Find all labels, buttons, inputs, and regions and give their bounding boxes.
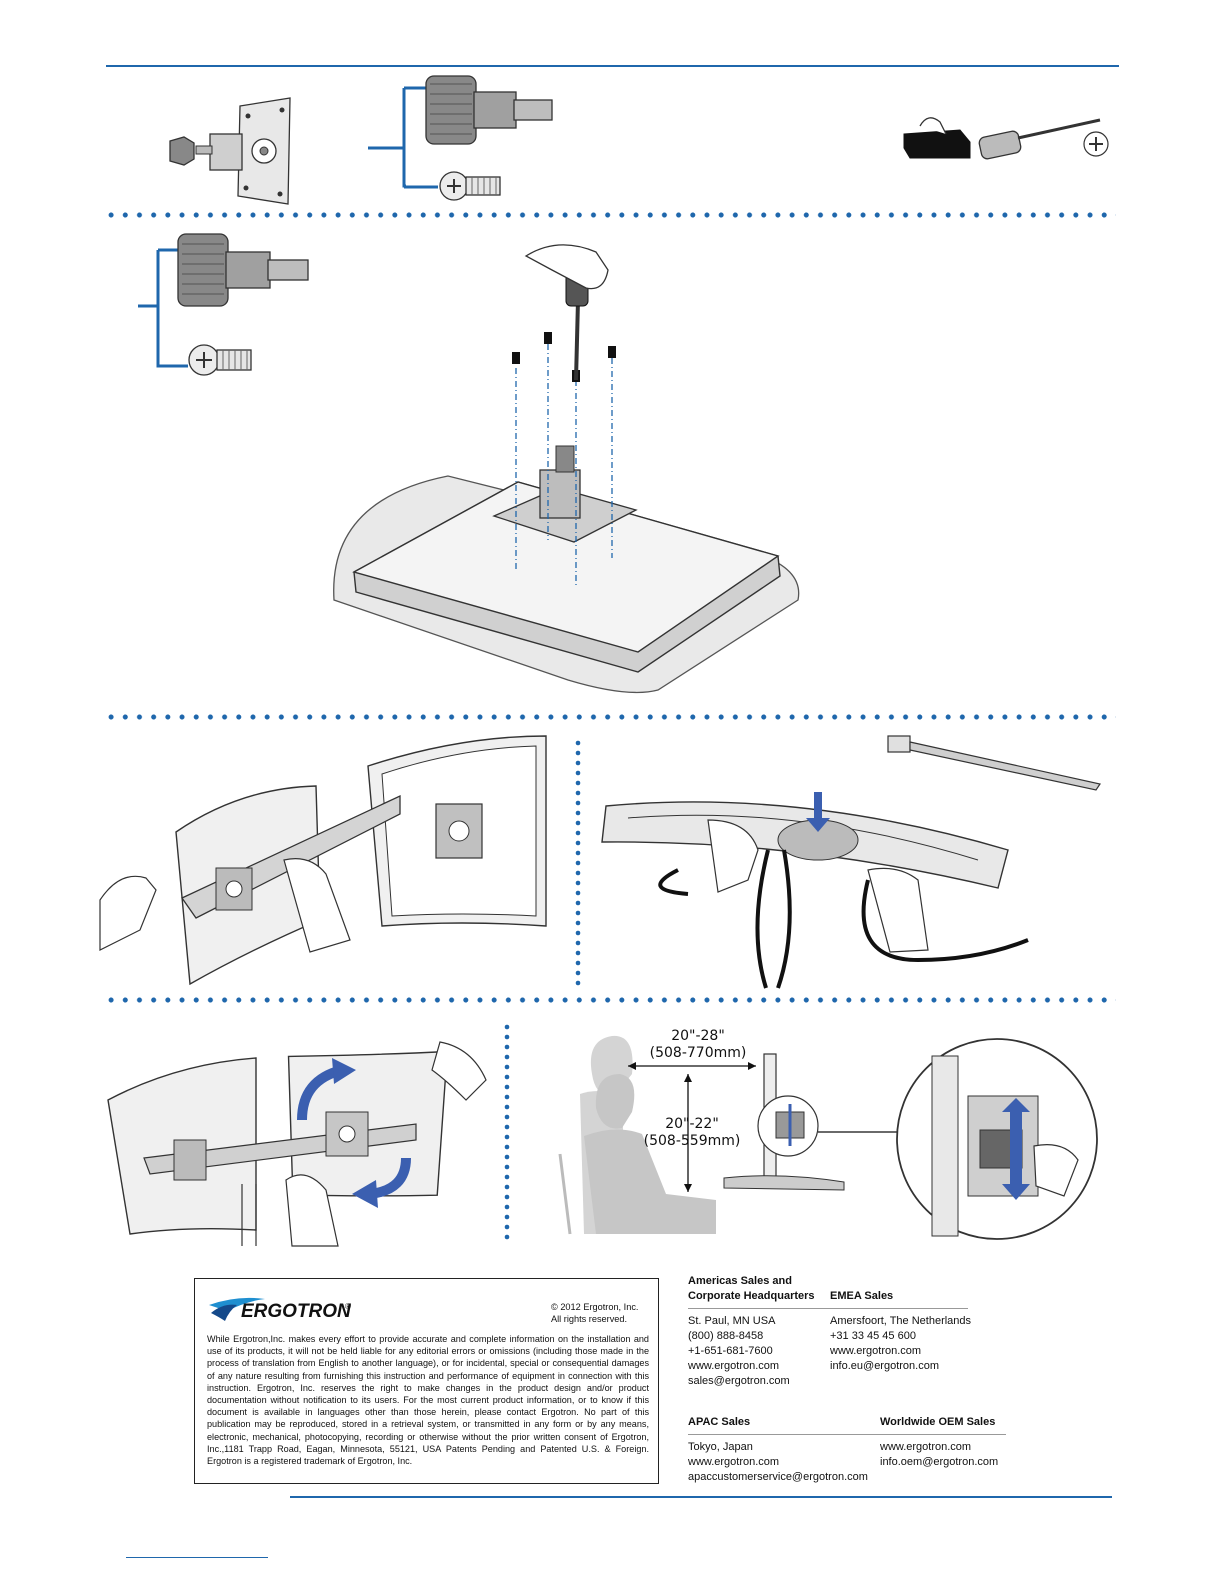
apac-line[interactable]: apaccustomerservice@ergotron.com [688,1471,868,1483]
contacts-divider-1 [688,1308,968,1309]
cable-tie-illustration [887,735,1101,791]
dotted-divider-vertical-2 [504,1022,510,1244]
americas-line: St. Paul, MN USA [688,1315,776,1327]
measurement-arrows [628,1062,756,1192]
cable-routing-illustration [601,792,1029,989]
monitor-attach-illustration [99,735,547,986]
apac-line[interactable]: www.ergotron.com [688,1456,780,1468]
screw-bracket-blue-2 [138,248,188,368]
americas-contact-lines: St. Paul, MN USA (800) 888-8458 +1-651-6… [688,1314,828,1389]
contacts-divider-2 [688,1434,1006,1435]
logo-registered-mark: ® [345,1302,351,1311]
americas-heading: Americas Sales and Corporate Headquarter… [688,1274,828,1304]
copyright-notice: © 2012 Ergotron, Inc. All rights reserve… [551,1301,641,1325]
dotted-separator-2 [104,714,1116,720]
bottom-rule [290,1496,1112,1498]
viewing-distance-inches: 20"-28" [671,1028,725,1044]
phillips-screw-small-2 [188,344,252,376]
ergotron-logo: ERGOTRON ® [209,1297,352,1322]
logo-wordmark: ERGOTRON [241,1301,352,1322]
oem-contact-lines: www.ergotron.com info.oem@ergotron.com [880,1440,1010,1470]
oem-heading: Worldwide OEM Sales [880,1416,996,1428]
emea-contact-lines: Amersfoort, The Netherlands +31 33 45 45… [830,1314,990,1374]
mounting-bracket-illustration [169,97,291,205]
height-adjust-detail-illustration [896,1038,1098,1240]
viewing-distance-label: 20"-28" (508-770mm) [636,1028,760,1062]
base-plate-assembly-illustration [333,244,800,694]
apac-line: Tokyo, Japan [688,1441,753,1453]
apac-heading: APAC Sales [688,1416,751,1428]
phillips-screw-small [439,171,501,201]
oem-line[interactable]: www.ergotron.com [880,1441,972,1453]
legal-notice-box: ERGOTRON ® © 2012 Ergotron, Inc. All rig… [194,1278,659,1484]
emea-line: +31 33 45 45 600 [830,1330,916,1342]
americas-line: +1-651-681-7600 [688,1345,773,1357]
top-rule [106,65,1119,67]
footer-short-rule [126,1557,268,1558]
thumb-screw-large [425,75,553,145]
emea-line[interactable]: www.ergotron.com [830,1345,922,1357]
emea-line[interactable]: info.eu@ergotron.com [830,1360,940,1372]
tools-illustration [903,117,1109,160]
americas-line: (800) 888-8458 [688,1330,764,1342]
viewing-distance-mm: (508-770mm) [649,1045,747,1061]
copyright-line-2: All rights reserved. [551,1314,628,1324]
dotted-separator-1 [104,212,1116,218]
screw-bracket-blue [368,86,438,189]
americas-line[interactable]: sales@ergotron.com [688,1375,790,1387]
americas-heading-line-1: Americas Sales and [688,1275,792,1287]
disclaimer-text: While Ergotron,Inc. makes every effort t… [207,1334,649,1467]
height-label: 20"-22" (508-559mm) [634,1116,750,1150]
americas-heading-line-2: Corporate Headquarters [688,1290,815,1302]
monitor-rotate-illustration [107,1041,487,1247]
monitor-side-profile-illustration [723,1053,898,1191]
emea-line: Amersfoort, The Netherlands [830,1315,972,1327]
apac-contact-lines: Tokyo, Japan www.ergotron.com apaccustom… [688,1440,878,1485]
emea-heading: EMEA Sales [830,1290,894,1302]
oem-line[interactable]: info.oem@ergotron.com [880,1456,999,1468]
dotted-separator-3 [104,997,1116,1003]
americas-line[interactable]: www.ergotron.com [688,1360,780,1372]
thumb-screw-large-2 [177,233,309,307]
dotted-divider-vertical-1 [575,738,581,988]
height-mm: (508-559mm) [643,1133,741,1149]
ergonomic-user-illustration [558,1035,716,1235]
height-inches: 20"-22" [665,1116,719,1132]
copyright-line-1: © 2012 Ergotron, Inc. [551,1302,639,1312]
